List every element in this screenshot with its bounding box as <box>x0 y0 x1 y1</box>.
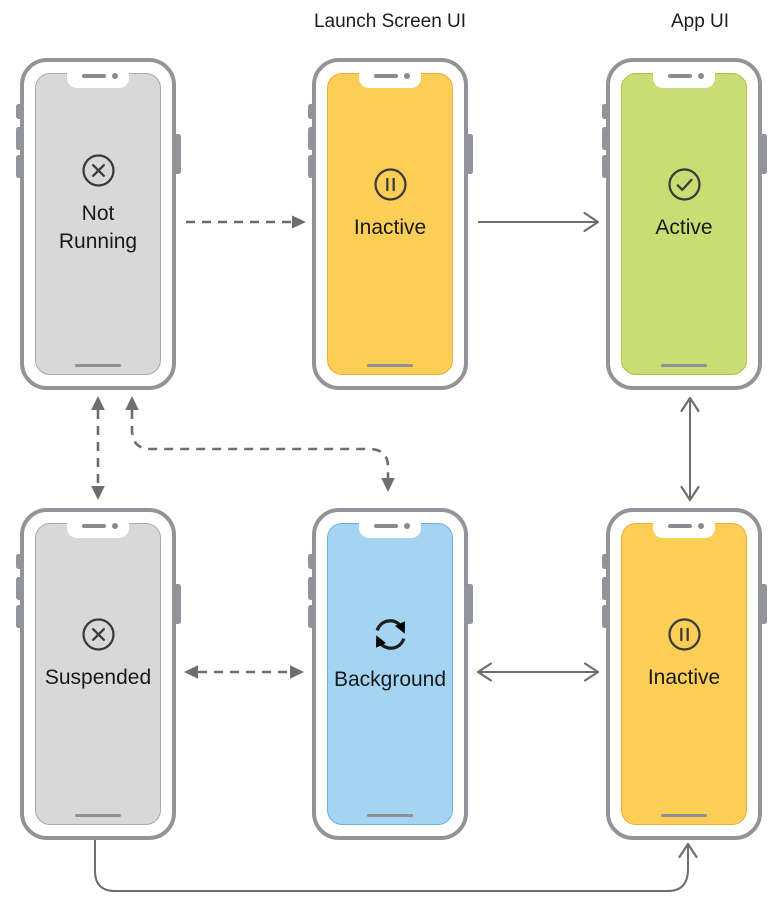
state-label: Not Running <box>58 201 138 253</box>
column-header-launch-screen-ui: Launch Screen UI <box>313 11 467 32</box>
phone-inactive-bottom: Inactive <box>601 508 767 840</box>
speaker-icon <box>668 74 692 78</box>
phone-screen: Not Running <box>35 72 161 375</box>
home-indicator <box>75 813 121 817</box>
phone-inactive-top: Inactive <box>307 58 473 390</box>
state-label: Active <box>655 215 713 239</box>
home-indicator <box>367 813 413 817</box>
state-label: Inactive <box>647 665 721 689</box>
camera-icon <box>112 523 118 529</box>
phone-screen: Active <box>621 72 747 375</box>
mute-switch <box>601 104 606 119</box>
volume-up-button <box>15 577 20 600</box>
circle-pause-icon <box>664 614 705 655</box>
arrow-inactive-to-active <box>478 211 600 233</box>
arrow-background-inactive-twoway <box>476 662 600 682</box>
arrow-background-notrunning-curved <box>125 396 395 492</box>
mute-switch <box>601 554 606 569</box>
phone-screen: Inactive <box>621 522 747 825</box>
volume-up-button <box>601 577 606 600</box>
circle-check-icon <box>664 164 705 205</box>
phone-suspended: Suspended <box>15 508 181 840</box>
mute-switch <box>307 104 312 119</box>
power-button <box>468 134 473 174</box>
refresh-icon <box>368 612 413 657</box>
power-button <box>176 584 181 624</box>
camera-icon <box>698 73 704 79</box>
state-label: Background <box>333 667 447 691</box>
volume-down-button <box>15 155 20 178</box>
speaker-icon <box>374 74 398 78</box>
speaker-icon <box>668 524 692 528</box>
home-indicator <box>75 363 121 367</box>
phone-background: Background <box>307 508 473 840</box>
camera-icon <box>112 73 118 79</box>
arrow-suspended-background-twoway <box>184 665 304 679</box>
mute-switch <box>307 554 312 569</box>
volume-down-button <box>307 605 312 628</box>
home-indicator <box>367 363 413 367</box>
power-button <box>762 584 767 624</box>
phone-screen: Inactive <box>327 72 453 375</box>
camera-icon <box>404 73 410 79</box>
phone-frame: Not Running <box>20 58 176 390</box>
power-button <box>762 134 767 174</box>
column-header-app-ui: App UI <box>670 11 730 32</box>
power-button <box>176 134 181 174</box>
phone-active: Active <box>601 58 767 390</box>
camera-icon <box>698 523 704 529</box>
phone-not-running: Not Running <box>15 58 181 390</box>
volume-down-button <box>15 605 20 628</box>
volume-up-button <box>15 127 20 150</box>
phone-frame: Active <box>606 58 762 390</box>
state-label: Suspended <box>44 665 152 689</box>
volume-down-button <box>601 605 606 628</box>
speaker-icon <box>374 524 398 528</box>
speaker-icon <box>82 74 106 78</box>
power-button <box>468 584 473 624</box>
volume-up-button <box>307 127 312 150</box>
home-indicator <box>661 813 707 817</box>
arrow-notrunning-to-inactive <box>186 215 306 229</box>
volume-up-button <box>601 127 606 150</box>
arrow-notrunning-suspended-twoway <box>91 396 105 500</box>
speaker-icon <box>82 524 106 528</box>
volume-up-button <box>307 577 312 600</box>
circle-pause-icon <box>370 164 411 205</box>
camera-icon <box>404 523 410 529</box>
volume-down-button <box>307 155 312 178</box>
state-label: Inactive <box>353 215 427 239</box>
phone-frame: Inactive <box>606 508 762 840</box>
mute-switch <box>15 104 20 119</box>
phone-screen: Suspended <box>35 522 161 825</box>
phone-frame: Inactive <box>312 58 468 390</box>
phone-screen: Background <box>327 522 453 825</box>
phone-frame: Suspended <box>20 508 176 840</box>
circle-x-icon <box>78 150 119 191</box>
phone-frame: Background <box>312 508 468 840</box>
arrow-suspended-to-inactive-curved <box>94 839 698 892</box>
mute-switch <box>15 554 20 569</box>
circle-x-icon <box>78 614 119 655</box>
arrow-active-inactive-twoway <box>680 396 700 502</box>
volume-down-button <box>601 155 606 178</box>
home-indicator <box>661 363 707 367</box>
